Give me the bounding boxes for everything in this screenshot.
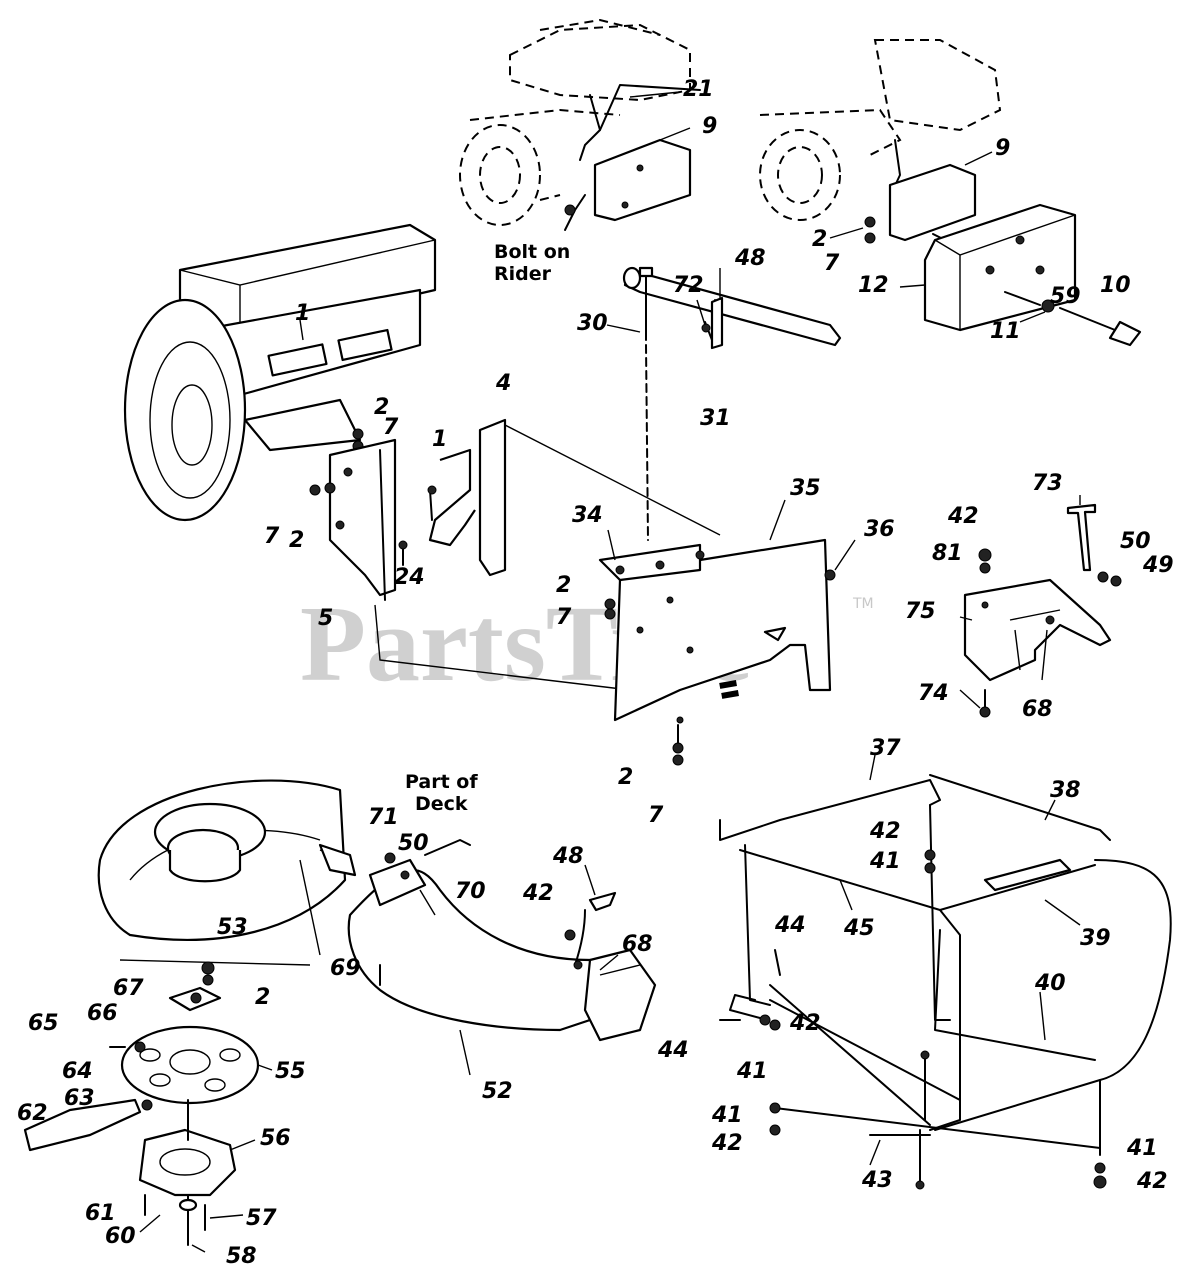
callout-53: 53 <box>217 915 248 940</box>
chute-handle-48 <box>564 891 617 970</box>
note-bolt-on-rider-line1: Bolt on <box>494 241 570 263</box>
discharge-chute-52 <box>347 839 657 1042</box>
callout-50: 50 <box>398 831 429 856</box>
callout-2: 2 <box>289 528 304 553</box>
note-part-of-deck-line1: Part of <box>405 771 478 793</box>
callout-41: 41 <box>736 1059 768 1084</box>
leader-lines <box>139 91 1081 1253</box>
callout-49: 49 <box>1142 553 1174 578</box>
callout-42: 42 <box>522 881 554 906</box>
callout-48: 48 <box>552 844 584 869</box>
callout-71: 71 <box>368 805 399 830</box>
callout-7: 7 <box>264 524 280 549</box>
fan-assembly <box>23 961 260 1246</box>
callout-7: 7 <box>648 803 664 828</box>
callout-50: 50 <box>1120 529 1151 554</box>
callout-75: 75 <box>905 599 936 624</box>
callout-2: 2 <box>374 395 389 420</box>
callout-7: 7 <box>556 605 572 630</box>
callout-36: 36 <box>864 517 895 542</box>
callout-66: 66 <box>87 1001 118 1026</box>
callout-42: 42 <box>947 504 979 529</box>
callout-41: 41 <box>1126 1136 1158 1161</box>
callout-2: 2 <box>812 227 827 252</box>
callout-57: 57 <box>246 1206 277 1231</box>
callout-7: 7 <box>824 251 840 276</box>
watermark-trademark: TM <box>852 596 874 612</box>
callout-41: 41 <box>711 1103 743 1128</box>
callout-60: 60 <box>105 1224 136 1249</box>
callout-56: 56 <box>260 1126 291 1151</box>
leader-bracket-to-plate <box>504 424 721 536</box>
callout-39: 39 <box>1080 926 1111 951</box>
callout-59: 59 <box>1050 284 1081 309</box>
rider-outline-top-right <box>759 39 1142 347</box>
callout-44: 44 <box>774 913 806 938</box>
callout-70: 70 <box>455 879 486 904</box>
callout-5: 5 <box>318 606 333 631</box>
rider-outline-top-center <box>459 18 701 231</box>
callout-74: 74 <box>918 681 949 706</box>
callout-1: 1 <box>432 427 447 452</box>
callout-4: 4 <box>495 371 511 396</box>
callout-73: 73 <box>1032 471 1063 496</box>
callout-37: 37 <box>870 736 901 761</box>
callout-42: 42 <box>1136 1169 1168 1194</box>
callout-64: 64 <box>62 1059 93 1084</box>
latch-plate-75 <box>963 503 1122 718</box>
callout-2: 2 <box>255 985 270 1010</box>
callout-38: 38 <box>1050 778 1081 803</box>
callout-2: 2 <box>556 573 571 598</box>
note-part-of-deck-line2: Deck <box>415 793 468 815</box>
leader-bracket-to-plate-bottom <box>374 604 631 691</box>
callout-11: 11 <box>990 319 1021 344</box>
callout-81: 81 <box>932 541 963 566</box>
callout-44: 44 <box>657 1038 689 1063</box>
callout-2: 2 <box>618 765 633 790</box>
callout-62: 62 <box>17 1101 48 1126</box>
callout-42: 42 <box>711 1131 743 1156</box>
callout-12: 12 <box>858 273 889 298</box>
tractor-rear-left <box>123 223 437 522</box>
callout-9: 9 <box>995 136 1010 161</box>
callout-31: 31 <box>700 406 731 431</box>
callout-21: 21 <box>683 77 714 102</box>
callout-24: 24 <box>394 565 425 590</box>
callout-10: 10 <box>1100 273 1131 298</box>
callout-52: 52 <box>482 1079 513 1104</box>
callout-9: 9 <box>702 114 717 139</box>
mounting-plate-35 <box>598 538 836 766</box>
callout-7: 7 <box>383 415 399 440</box>
callout-35: 35 <box>790 476 821 501</box>
callout-61: 61 <box>85 1201 116 1226</box>
hitch-pin-31 <box>622 266 842 541</box>
bag-frame <box>719 774 1172 1190</box>
bracket-4 <box>427 418 507 577</box>
callout-69: 69 <box>330 956 361 981</box>
callout-1: 1 <box>295 301 310 326</box>
deck-housing <box>97 779 357 966</box>
callout-41: 41 <box>869 849 901 874</box>
callout-65: 65 <box>28 1011 59 1036</box>
bracket-5 <box>309 438 408 601</box>
callout-67: 67 <box>113 976 144 1001</box>
callout-48: 48 <box>734 246 766 271</box>
callout-63: 63 <box>64 1086 95 1111</box>
callout-42: 42 <box>789 1011 821 1036</box>
note-bolt-on-rider-line2: Rider <box>494 263 552 285</box>
callout-72: 72 <box>673 273 704 298</box>
callout-42: 42 <box>869 819 901 844</box>
callout-55: 55 <box>275 1059 306 1084</box>
callout-45: 45 <box>843 916 875 941</box>
callout-58: 58 <box>226 1244 257 1269</box>
callout-68: 68 <box>622 932 653 957</box>
callout-68: 68 <box>1022 697 1053 722</box>
callout-labels: 21 9 9 2 7 12 59 10 11 48 72 30 31 1 4 1… <box>17 77 1174 1269</box>
callout-43: 43 <box>861 1168 893 1193</box>
callout-40: 40 <box>1034 971 1066 996</box>
callout-30: 30 <box>577 311 608 336</box>
callout-34: 34 <box>572 503 603 528</box>
